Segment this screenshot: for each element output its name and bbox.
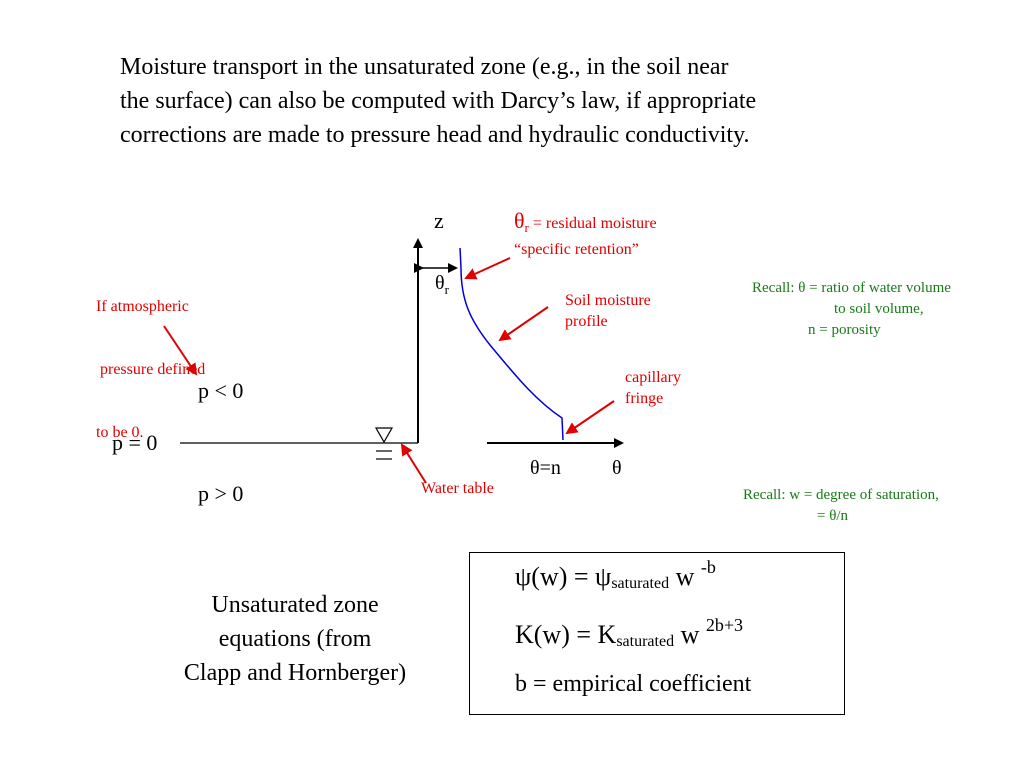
capillary-fringe-line-1: capillary <box>625 369 681 386</box>
intro-line-1: Moisture transport in the unsaturated zo… <box>120 54 729 80</box>
theta-r-arrow <box>464 257 511 280</box>
p-equals-zero: p = 0 <box>112 430 158 455</box>
atmospheric-note-line-3: to be 0. <box>96 424 144 441</box>
b-coefficient-definition: b = empirical coefficient <box>515 671 752 697</box>
intro-line-3: corrections are made to pressure head an… <box>120 122 750 148</box>
recall-theta-line-3: n = porosity <box>808 322 881 338</box>
recall-w-line-2: = θ/n <box>817 508 849 524</box>
k-equation-lhs: K(w) = K <box>515 620 617 649</box>
theta-r-label: θr <box>435 272 449 298</box>
theta-r-subscript: r <box>444 282 449 297</box>
k-equation-subscript: saturated <box>616 633 675 650</box>
intro-paragraph: Moisture transport in the unsaturated zo… <box>120 50 900 152</box>
k-equation: K(w) = Ksaturated w 2b+3 <box>515 615 743 651</box>
water-table-symbol <box>374 427 394 460</box>
recall-w-note: Recall: w = degree of saturation, = θ/n <box>743 485 939 527</box>
soil-moisture-profile-label: Soil moisture profile <box>565 290 651 332</box>
theta-r-def-text: = residual moisture <box>528 215 657 232</box>
recall-theta-line-1: Recall: θ = ratio of water volume <box>752 280 951 296</box>
atmospheric-note-line-1: If atmospheric <box>96 298 189 315</box>
theta-r-def-symbol: θ <box>514 208 525 233</box>
psi-equation-exponent: -b <box>700 557 716 577</box>
soil-profile-arrow <box>498 306 549 342</box>
intro-line-2: the surface) can also be computed with D… <box>120 88 757 114</box>
psi-equation-w: w <box>669 562 701 591</box>
psi-equation: ψ(w) = ψsaturated w -b <box>515 557 716 593</box>
soil-moisture-profile-line-1: Soil moisture <box>565 292 651 309</box>
p-greater-than-zero: p > 0 <box>198 481 244 506</box>
z-axis-label: z <box>434 208 444 233</box>
theta-r-symbol: θ <box>435 272 445 294</box>
caption-line-1: Unsaturated zone <box>211 592 379 618</box>
k-equation-w: w <box>674 620 706 649</box>
equations-caption: Unsaturated zone equations (from Clapp a… <box>150 588 440 690</box>
theta-axis-label: θ <box>612 457 622 479</box>
soil-moisture-profile-line-2: profile <box>565 313 608 330</box>
atmospheric-note-line-2: pressure defined <box>96 361 206 378</box>
specific-retention-text: “specific retention” <box>514 241 639 259</box>
theta-n-label: θ=n <box>530 457 561 479</box>
atmospheric-pressure-note: If atmospheric pressure defined to be 0. <box>96 254 205 464</box>
equation-box: ψ(w) = ψsaturated w -b K(w) = Ksaturated… <box>469 552 845 715</box>
residual-moisture-definition: θr = residual moisture “specific retenti… <box>514 210 657 261</box>
psi-equation-subscript: saturated <box>611 575 670 592</box>
capillary-fringe-arrow <box>565 400 615 435</box>
water-table-label: Water table <box>421 480 494 497</box>
psi-equation-lhs: ψ(w) = ψ <box>515 562 612 591</box>
k-equation-exponent: 2b+3 <box>705 615 743 635</box>
capillary-fringe-label: capillary fringe <box>625 367 681 409</box>
recall-theta-line-2: to soil volume, <box>834 301 924 317</box>
soil-moisture-profile-curve <box>459 247 564 441</box>
capillary-fringe-line-2: fringe <box>625 390 664 407</box>
theta-r-def-subscript: r <box>524 220 529 236</box>
caption-line-3: Clapp and Hornberger) <box>183 660 407 686</box>
caption-line-2: equations (from <box>218 626 372 652</box>
p-less-than-zero: p < 0 <box>198 378 244 403</box>
recall-w-line-1: Recall: w = degree of saturation, <box>743 487 939 503</box>
atmospheric-pressure-arrow <box>163 325 198 376</box>
water-table-arrow <box>400 443 427 484</box>
recall-theta-note: Recall: θ = ratio of water volume to soi… <box>752 278 951 341</box>
